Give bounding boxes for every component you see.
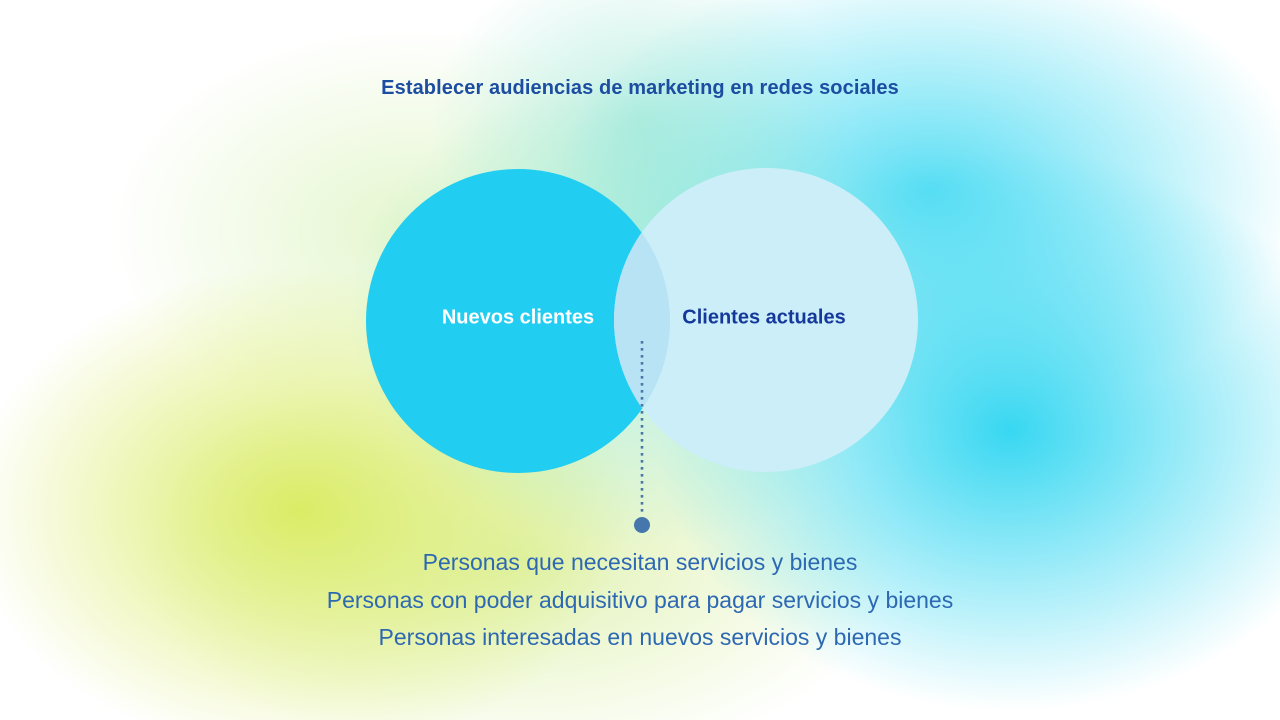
overlap-description-line: Personas que necesitan servicios y biene… xyxy=(422,549,858,575)
overlap-description-line: Personas con poder adquisitivo para paga… xyxy=(326,586,954,613)
overlap-description-list: Personas que necesitan servicios y biene… xyxy=(0,544,1280,657)
venn-circle-new-clients xyxy=(366,169,670,473)
venn-label-current-clients: Clientes actuales xyxy=(682,306,846,329)
overlap-description-line: Personas interesadas en nuevos servicios… xyxy=(378,624,902,650)
page-title: Establecer audiencias de marketing en re… xyxy=(381,77,899,99)
venn-label-new-clients: Nuevos clientes xyxy=(441,306,595,329)
venn-circle-current-clients xyxy=(614,168,918,472)
connector-end-dot xyxy=(634,517,650,533)
